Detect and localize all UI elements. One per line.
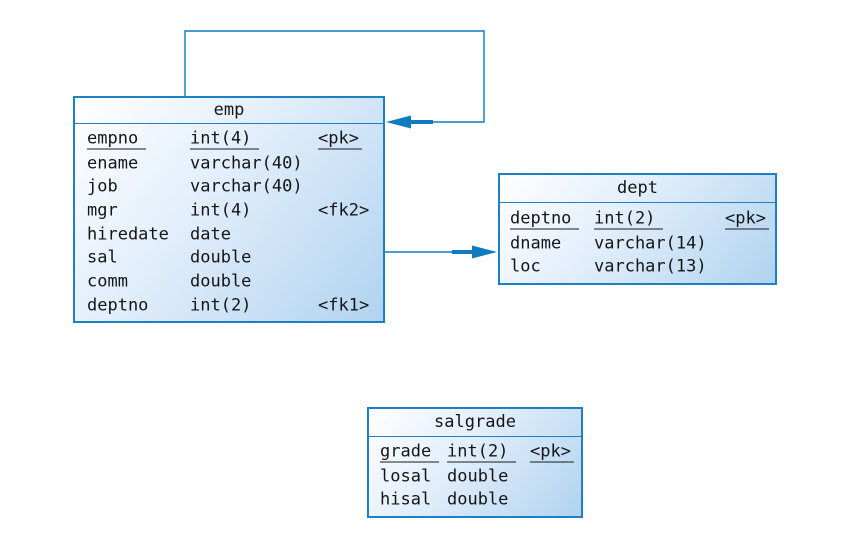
column-type: int(2)	[594, 210, 664, 230]
column-name: mgr	[87, 200, 118, 221]
column-name: ename	[87, 153, 139, 174]
table-emp[interactable]: emp empno int(4) <pk> ename varchar(40) …	[73, 96, 385, 323]
column-type: varchar(40)	[190, 153, 303, 174]
table-row: dname varchar(14)	[500, 232, 775, 256]
column-name: dname	[510, 233, 562, 254]
column-name: deptno	[510, 210, 580, 230]
table-dept[interactable]: dept deptno int(2) <pk> dname varchar(14…	[498, 173, 777, 285]
table-row: ename varchar(40)	[75, 152, 383, 176]
column-type: double	[190, 247, 252, 268]
table-title-dept: dept	[500, 175, 775, 203]
column-type: double	[447, 466, 509, 487]
column-type: varchar(40)	[190, 176, 303, 197]
table-row: deptno int(2) <fk1>	[75, 294, 383, 318]
column-name: loc	[510, 256, 541, 277]
column-type: int(2)	[447, 443, 517, 463]
column-key-indicator: <fk2>	[318, 200, 370, 221]
reference-emp-dept[interactable]	[385, 245, 497, 259]
table-row: sal double	[75, 246, 383, 270]
table-row: comm double	[75, 270, 383, 294]
column-type: int(4)	[190, 200, 252, 221]
table-salgrade[interactable]: salgrade grade int(2) <pk> losal double …	[367, 407, 583, 518]
table-row: deptno int(2) <pk>	[500, 208, 775, 232]
column-key-indicator: <pk>	[318, 130, 362, 150]
table-columns: deptno int(2) <pk> dname varchar(14) loc…	[500, 203, 775, 279]
reference-emp-self-mgr-arrowhead-icon	[386, 115, 433, 129]
reference-emp-self-mgr[interactable]	[184, 30, 485, 129]
table-title-salgrade: salgrade	[369, 409, 581, 437]
reference-emp-dept-arrowhead-icon	[452, 245, 497, 259]
column-type: int(2)	[190, 295, 252, 316]
column-name: job	[87, 176, 118, 197]
column-name: losal	[380, 466, 432, 487]
column-type: double	[190, 271, 252, 292]
column-key-indicator: <pk>	[530, 443, 574, 463]
reference-emp-self-mgr-line[interactable]	[184, 30, 485, 123]
table-row: loc varchar(13)	[500, 255, 775, 279]
table-title-emp: emp	[75, 98, 383, 124]
table-row: job varchar(40)	[75, 175, 383, 199]
table-row: empno int(4) <pk>	[75, 128, 383, 152]
column-name: deptno	[87, 295, 149, 316]
column-type: double	[447, 489, 509, 510]
column-name: grade	[380, 443, 440, 463]
column-type: varchar(13)	[594, 256, 707, 277]
column-name: empno	[87, 130, 147, 150]
column-key-indicator: <pk>	[725, 210, 769, 230]
column-type: int(4)	[190, 130, 260, 150]
table-columns: empno int(4) <pk> ename varchar(40) job …	[75, 124, 383, 318]
column-name: hiredate	[87, 224, 169, 245]
column-key-indicator: <fk1>	[318, 295, 370, 316]
column-name: sal	[87, 247, 118, 268]
table-row: mgr int(4) <fk2>	[75, 199, 383, 223]
table-row: hisal double	[369, 488, 581, 512]
table-row: hiredate date	[75, 223, 383, 247]
table-row: grade int(2) <pk>	[369, 441, 581, 465]
column-name: comm	[87, 271, 128, 292]
column-name: hisal	[380, 489, 432, 510]
table-columns: grade int(2) <pk> losal double hisal dou…	[369, 437, 581, 512]
column-type: date	[190, 224, 231, 245]
table-row: losal double	[369, 465, 581, 489]
column-type: varchar(14)	[594, 233, 707, 254]
